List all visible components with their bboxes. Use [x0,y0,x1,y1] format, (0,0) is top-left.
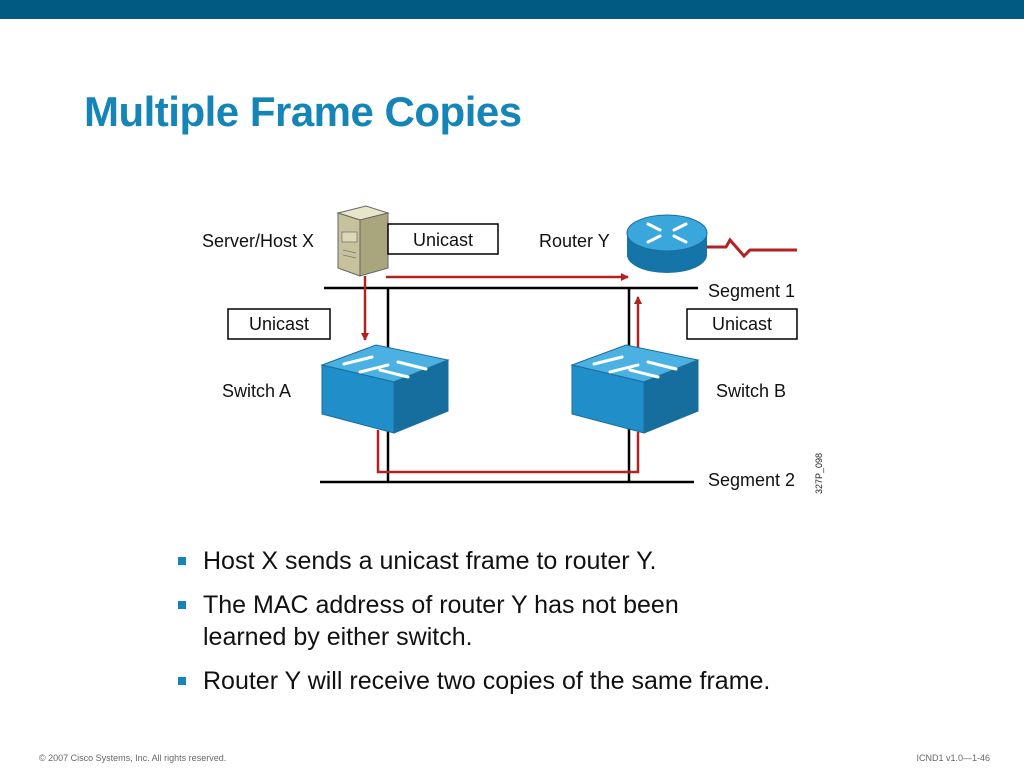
unicast-label-top: Unicast [413,230,473,250]
switch-a-icon [320,344,450,434]
copyright-footer: © 2007 Cisco Systems, Inc. All rights re… [39,753,227,763]
bullet-text: Router Y will receive two copies of the … [203,667,771,695]
switch-a-label: Switch A [222,381,291,401]
bullet-marker-icon [178,557,186,565]
slide-title: Multiple Frame Copies [84,88,522,135]
top-banner [0,0,1024,19]
bullet-marker-icon [178,601,186,609]
server-host-label: Server/Host X [202,231,314,251]
router-icon [626,214,708,273]
router-label: Router Y [539,231,610,251]
bullet-item: Router Y will receive two copies of the … [178,665,878,697]
switch-b-icon [570,344,700,434]
segment1-label: Segment 1 [708,281,795,301]
server-icon [336,205,390,277]
segment2-label: Segment 2 [708,470,795,490]
unicast-label-left: Unicast [249,314,309,334]
wan-link-icon [707,237,797,259]
bullet-item: Host X sends a unicast frame to router Y… [178,545,878,577]
bullet-item: The MAC address of router Y has not been… [178,589,878,653]
switch-b-label: Switch B [716,381,786,401]
slide-number-footer: ICND1 v1.0—1-46 [916,753,990,763]
unicast-box-left [227,308,331,340]
frame-path-via-segment2 [376,430,640,474]
unicast-box-right [686,308,798,340]
bullet-text: Host X sends a unicast frame to router Y… [203,547,657,575]
bullet-list: Host X sends a unicast frame to router Y… [178,545,878,709]
bullet-marker-icon [178,677,186,685]
figure-id: 327P_098 [814,453,824,494]
unicast-box-top [387,223,499,255]
unicast-label-right: Unicast [712,314,772,334]
bullet-text: The MAC address of router Y has not been… [203,591,679,651]
